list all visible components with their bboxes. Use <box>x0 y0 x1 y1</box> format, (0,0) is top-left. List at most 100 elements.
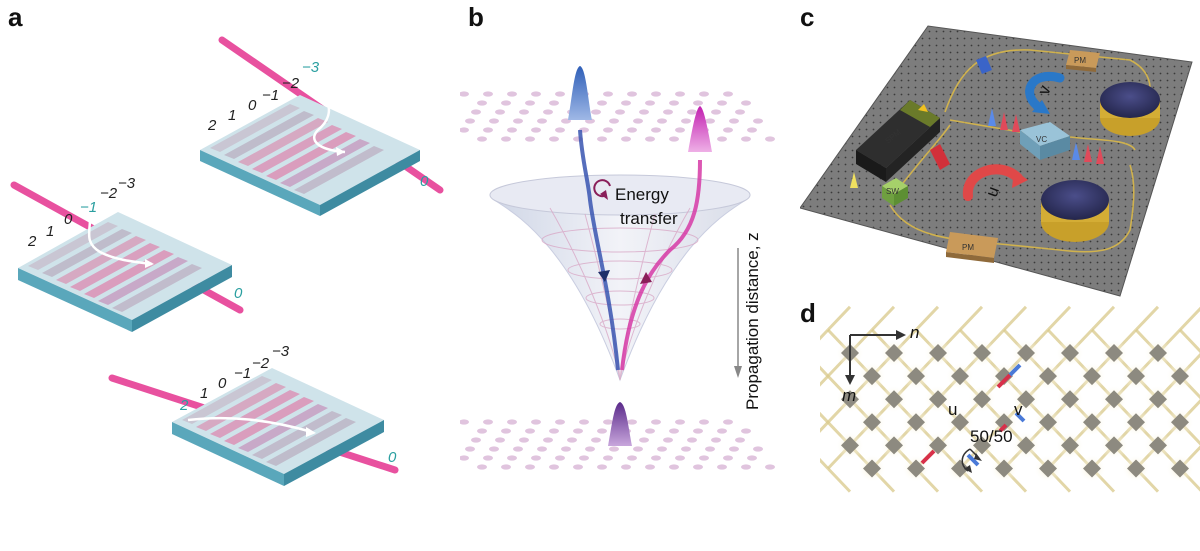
top-index-4: −2 <box>282 75 300 92</box>
lattice-node <box>863 413 881 432</box>
lattice-site <box>537 446 547 452</box>
top-index-2: 0 <box>248 97 257 114</box>
lattice-site <box>579 419 589 425</box>
lattice-site <box>507 127 517 133</box>
lattice-link <box>820 365 830 378</box>
lattice-site <box>627 127 637 133</box>
lattice-node <box>951 459 969 478</box>
bottom-lattice <box>460 419 775 470</box>
link-colors <box>920 363 1026 467</box>
lattice-site <box>693 100 703 106</box>
lattice-site <box>603 127 613 133</box>
lattice-node <box>951 413 969 432</box>
lattice-node <box>1171 413 1189 432</box>
lattice-link <box>820 421 830 433</box>
lattice-site <box>705 446 715 452</box>
lattice-site <box>597 136 607 142</box>
lattice-site <box>519 437 529 443</box>
lattice-site <box>501 100 511 106</box>
lattice-link <box>1046 305 1072 331</box>
lattice-site <box>645 428 655 434</box>
spm-module: SPM <box>856 100 940 182</box>
lattice-node <box>841 390 859 409</box>
pm-bottom-module: PM <box>946 232 998 263</box>
red-filter <box>930 144 950 170</box>
lattice-site <box>591 437 601 443</box>
lattice-site <box>699 455 709 461</box>
mid-output-index: 0 <box>234 285 243 302</box>
lattice-site <box>471 109 481 115</box>
lattice-site <box>525 428 535 434</box>
mid-index-2: 0 <box>64 211 73 228</box>
lattice-axes: n m <box>842 323 919 405</box>
lattice-node <box>1149 344 1167 362</box>
lattice-node <box>1149 436 1167 455</box>
lattice-site <box>711 437 721 443</box>
lattice-site <box>645 464 655 470</box>
output-peak <box>608 402 632 446</box>
lattice-site <box>495 437 505 443</box>
pm-bottom-label: PM <box>962 243 974 252</box>
lattice-node <box>1017 344 1035 362</box>
split-label: 50/50 <box>970 427 1013 446</box>
pm-top-module: PM <box>1066 50 1100 72</box>
lattice-grid <box>820 305 1200 493</box>
lattice-link <box>1134 305 1160 331</box>
lattice-site <box>465 118 475 124</box>
mid-index-0: 2 <box>27 233 37 250</box>
lattice-node <box>907 413 925 432</box>
lattice-site <box>687 109 697 115</box>
lattice-site <box>597 100 607 106</box>
lattice-site <box>675 127 685 133</box>
lattice-site <box>549 464 559 470</box>
axis-n-label: n <box>910 323 919 342</box>
lattice-node <box>885 436 903 455</box>
lattice-site <box>579 455 589 461</box>
lattice-site <box>735 109 745 115</box>
lattice-site <box>657 118 667 124</box>
lattice-node <box>1083 459 1101 478</box>
lattice-site <box>483 91 493 97</box>
lattice-site <box>513 118 523 124</box>
lattice-node <box>1105 436 1123 455</box>
lattice-site <box>597 464 607 470</box>
bottom-index-0: 1 <box>200 385 208 402</box>
lattice-site <box>735 437 745 443</box>
lattice-node <box>1105 344 1123 362</box>
lattice-site <box>549 136 559 142</box>
lattice-node <box>1061 344 1079 362</box>
label-u: u <box>948 400 957 419</box>
panel-a-letter: a <box>8 2 23 32</box>
lattice-site <box>741 100 751 106</box>
lattice-node <box>1017 436 1035 455</box>
blue-input-peak <box>568 66 592 120</box>
lattice-link <box>820 457 830 470</box>
lattice-node <box>1105 390 1123 409</box>
lattice-link <box>1178 306 1200 331</box>
top-index-0: 2 <box>207 117 217 134</box>
mid-index-after-1: −3 <box>118 175 136 192</box>
lattice-site <box>621 100 631 106</box>
lattice-site <box>501 464 511 470</box>
lattice-site <box>603 91 613 97</box>
lattice-node <box>1083 413 1101 432</box>
bottom-index-1: 0 <box>218 375 227 392</box>
lattice-node <box>995 459 1013 478</box>
lattice-node <box>1127 413 1145 432</box>
lattice-link <box>820 375 830 387</box>
lattice-node <box>1127 459 1145 478</box>
lattice-site <box>693 464 703 470</box>
spool-bottom <box>1041 180 1109 242</box>
lattice-site <box>765 136 775 142</box>
mid-index-1: 1 <box>46 223 54 240</box>
lattice-site <box>681 446 691 452</box>
loop-v-arrow <box>1025 72 1065 113</box>
panel-c-figure: PM PM SPM VC SW <box>800 25 1193 297</box>
mid-input-index: −1 <box>80 199 97 216</box>
lattice-site <box>663 437 673 443</box>
lattice-site <box>525 136 535 142</box>
lattice-site <box>753 118 763 124</box>
bottom-index-3: −2 <box>252 355 270 372</box>
lattice-site <box>723 419 733 425</box>
lattice-site <box>609 446 619 452</box>
